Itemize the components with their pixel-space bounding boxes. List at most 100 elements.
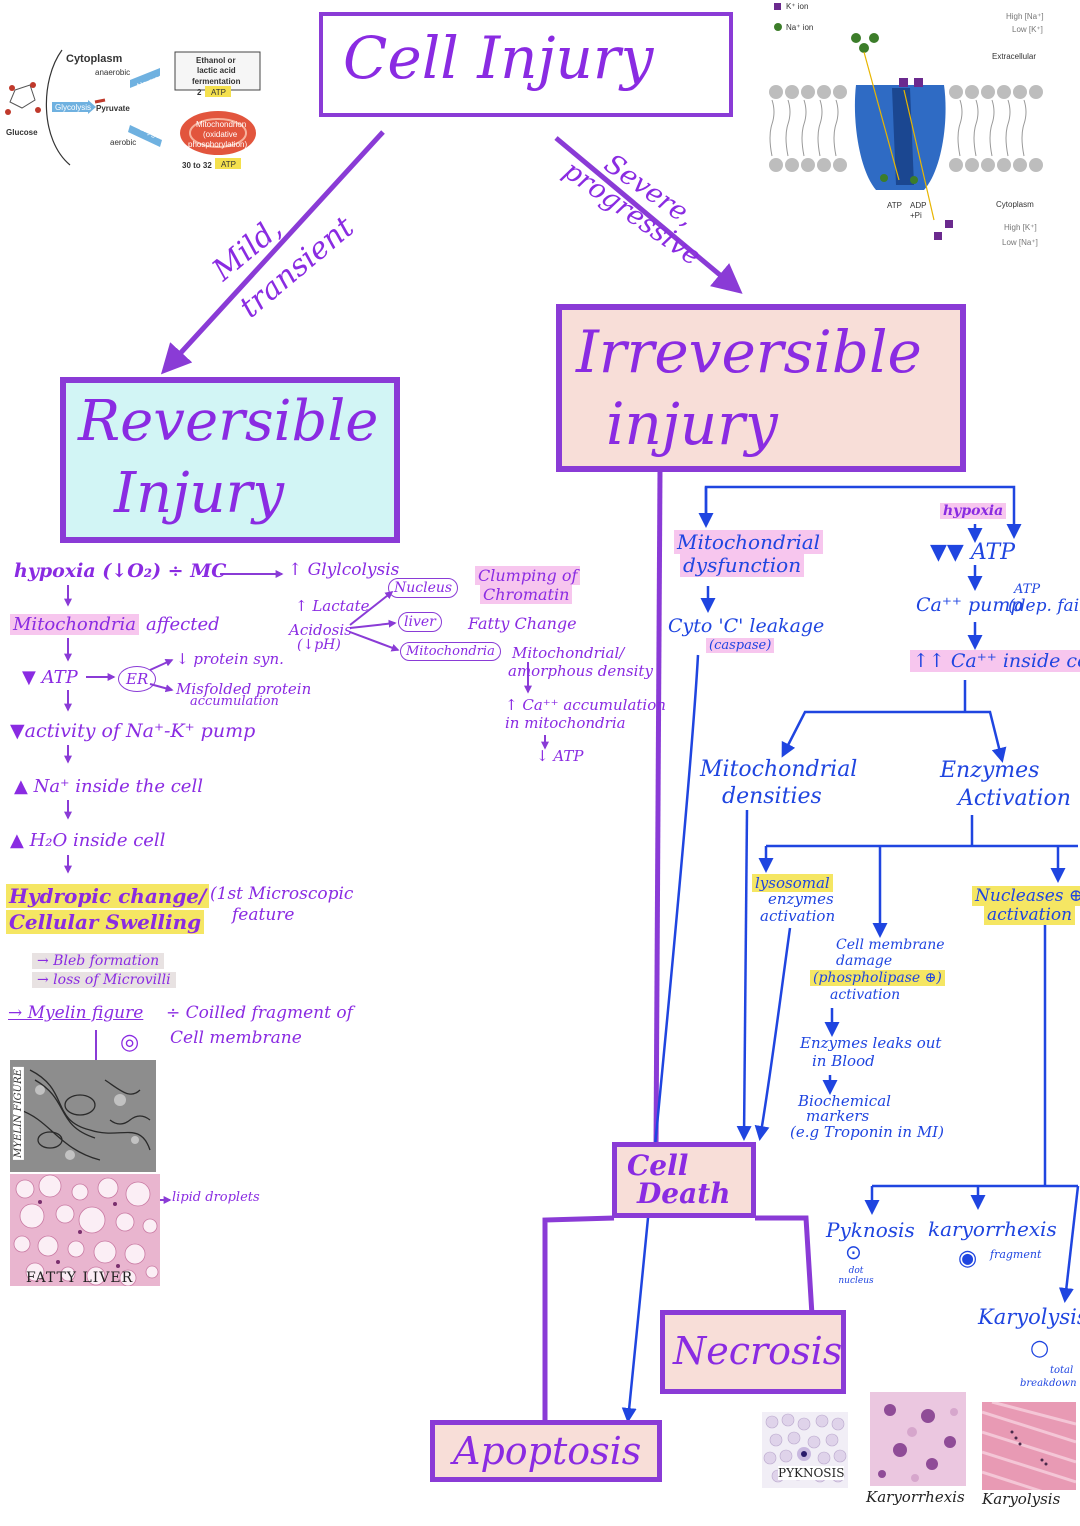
ethanol-label-1: Ethanol or <box>196 56 236 65</box>
atp-label-bottom: ATP <box>221 160 236 169</box>
karyorrhexis-term: karyorrhexis <box>928 1217 1057 1241</box>
enzymes-leak-2: in Blood <box>812 1052 875 1070</box>
mito-effect-2: amorphous density <box>508 662 653 680</box>
biochemical-markers-3: (e.g Troponin in MI) <box>790 1123 944 1141</box>
karyolysis-nucleus-icon: ○ <box>1030 1336 1050 1361</box>
loss-of-microvilli: → loss of Microvilli <box>32 972 176 988</box>
karyorrhexis-texture <box>870 1392 966 1486</box>
glycolysis-label: ↑ Glylcolysis <box>288 560 400 580</box>
karyolysis-texture <box>982 1402 1076 1490</box>
caspase-label: (caspase) <box>706 638 775 653</box>
glucose-label: Glucose <box>6 128 38 137</box>
high-na-label: High [Na⁺] <box>1006 12 1044 21</box>
na-ion-legend: Na⁺ ion <box>786 23 814 32</box>
mito-densities-1: Mitochondrial <box>700 757 858 782</box>
atp-decreased: ▼ ATP <box>22 667 78 688</box>
fatty-liver-texture <box>10 1174 160 1286</box>
myelin-texture <box>10 1060 156 1172</box>
myelin-spiral-icon: ◎ <box>120 1030 140 1055</box>
anaerobic-label: anaerobic <box>95 68 131 77</box>
lysosomal-enzymes-3: activation <box>760 907 836 925</box>
membrane-damage-2: damage <box>836 953 893 969</box>
membrane-damage-4: activation <box>830 987 901 1003</box>
er-node: ER <box>118 666 157 692</box>
biochemical-markers-2: markers <box>806 1107 870 1125</box>
karyolysis-note-1: total <box>1050 1365 1074 1376</box>
bleb-formation: → Bleb formation <box>32 953 165 969</box>
myelin-figure-image: MYELIN FIGURE <box>10 1060 156 1172</box>
cytochrome-c-leakage: Cyto 'C' leakage <box>668 615 825 637</box>
nucleus-effect-2: Chromatin <box>480 585 573 604</box>
mitochondria-node: Mitochondria <box>400 642 501 661</box>
mito-densities-2: densities <box>722 784 822 809</box>
acidosis-ph-label: (↓pH) <box>297 637 341 653</box>
pyknosis-nucleus-icon: ⊙ <box>845 1240 862 1264</box>
karyolysis-note-2: breakdown <box>1020 1378 1077 1389</box>
page-title: Cell Injury <box>343 24 654 92</box>
cytoplasm-pump-label: Cytoplasm <box>996 200 1034 209</box>
myelin-image-label: MYELIN FIGURE <box>12 1067 24 1160</box>
acidosis-label: Acidosis <box>289 621 352 639</box>
karyorrhexis-image-label: Karyorrhexis <box>866 1488 965 1506</box>
ethanol-label-2: lactic acid <box>197 66 236 75</box>
aerobic-label: aerobic <box>110 138 137 147</box>
atp-count-2: 2 <box>197 88 202 97</box>
karyolysis-image <box>982 1402 1076 1490</box>
misfolded-protein-1: Misfolded protein <box>176 680 312 698</box>
irreversible-heading-1: Irreversible <box>576 318 922 386</box>
karyolysis-image-label: Karyolysis <box>982 1490 1061 1508</box>
fatty-liver-image: FATTY LIVER <box>10 1174 160 1286</box>
reversible-box: Reversible Injury <box>60 377 400 543</box>
myelin-description-2: Cell membrane <box>170 1028 302 1048</box>
mito-dysfunction-1: Mitochondrial <box>674 530 824 554</box>
karyolysis-term: Karyolysis <box>978 1305 1080 1329</box>
irreversible-heading-2: injury <box>606 390 778 458</box>
mito-fig-label-2: (oxidative <box>203 130 238 139</box>
protein-synthesis: ↓ protein syn. <box>176 650 284 668</box>
atp-label-top: ATP <box>211 88 226 97</box>
atp-decrease: ↓ ATP <box>536 747 584 765</box>
irreversible-box: Irreversible injury <box>556 304 966 472</box>
liver-node: liver <box>398 612 442 632</box>
misfolded-protein-2: accumulation <box>190 694 279 709</box>
atp-dependent-1: ATP <box>1014 582 1041 597</box>
extracellular-label: Extracellular <box>992 52 1037 61</box>
mito-fig-label-1: Mitochondrion <box>196 120 247 129</box>
pyknosis-note: dot nucleus <box>838 1266 874 1286</box>
cell-death-label-1: Cell <box>627 1149 689 1182</box>
cell-death-box: Cell Death <box>612 1142 756 1218</box>
mito-affected-1: Mitochondria <box>10 614 139 635</box>
first-feature-2: feature <box>232 905 295 925</box>
myelin-description-1: ÷ Coilled fragment of <box>166 1003 353 1023</box>
mild-arrow <box>160 130 385 375</box>
title-box: Cell Injury <box>319 12 733 117</box>
sodium-potassium-pump-figure: K⁺ ion Na⁺ ion High [Na⁺] Low [K⁺] Extra… <box>764 0 1080 248</box>
trunk-line <box>653 469 663 1149</box>
lysosomal-enzymes-1: lysosomal <box>752 874 833 892</box>
membrane-damage-1: Cell membrane <box>836 937 945 953</box>
necrosis-box: Necrosis <box>660 1310 846 1394</box>
pump-drawing <box>769 3 1043 240</box>
mito-dysfunction-2: dysfunction <box>680 553 805 577</box>
pyknosis-term: Pyknosis <box>826 1218 915 1242</box>
adp-pump-label: ADP <box>910 201 927 210</box>
pyruvate-label: Pyruvate <box>96 104 130 113</box>
myelin-figure-term: → Myelin figure <box>8 1003 144 1023</box>
cytoplasm-label: Cytoplasm <box>66 53 123 65</box>
atp-double-decrease: ▼▼ ATP <box>930 540 1015 565</box>
ca-accumulation-2: in mitochondria <box>505 714 626 732</box>
ca-accumulation-1: ↑ Ca⁺⁺ accumulation <box>505 696 666 714</box>
metabolism-drawing <box>5 49 261 169</box>
high-k-label: High [K⁺] <box>1004 223 1037 232</box>
karyorrhexis-fragment-icon: ◉ <box>958 1246 978 1271</box>
hydropic-change-1: Hydropic change/ <box>6 884 210 908</box>
membrane-damage-3: (phospholipase ⊕) <box>810 970 945 986</box>
karyorrhexis-note: fragment <box>990 1248 1042 1261</box>
ethanol-label-3: fermentation <box>192 77 241 86</box>
lactate-label: ↑ Lactate <box>295 597 370 615</box>
reversible-heading-1: Reversible <box>78 389 379 454</box>
biochemical-markers-1: Biochemical <box>798 1092 891 1110</box>
lysosomal-enzymes-2: enzymes <box>768 890 834 908</box>
ca-inside-cell: ↑↑ Ca⁺⁺ inside cell <box>910 650 1080 672</box>
